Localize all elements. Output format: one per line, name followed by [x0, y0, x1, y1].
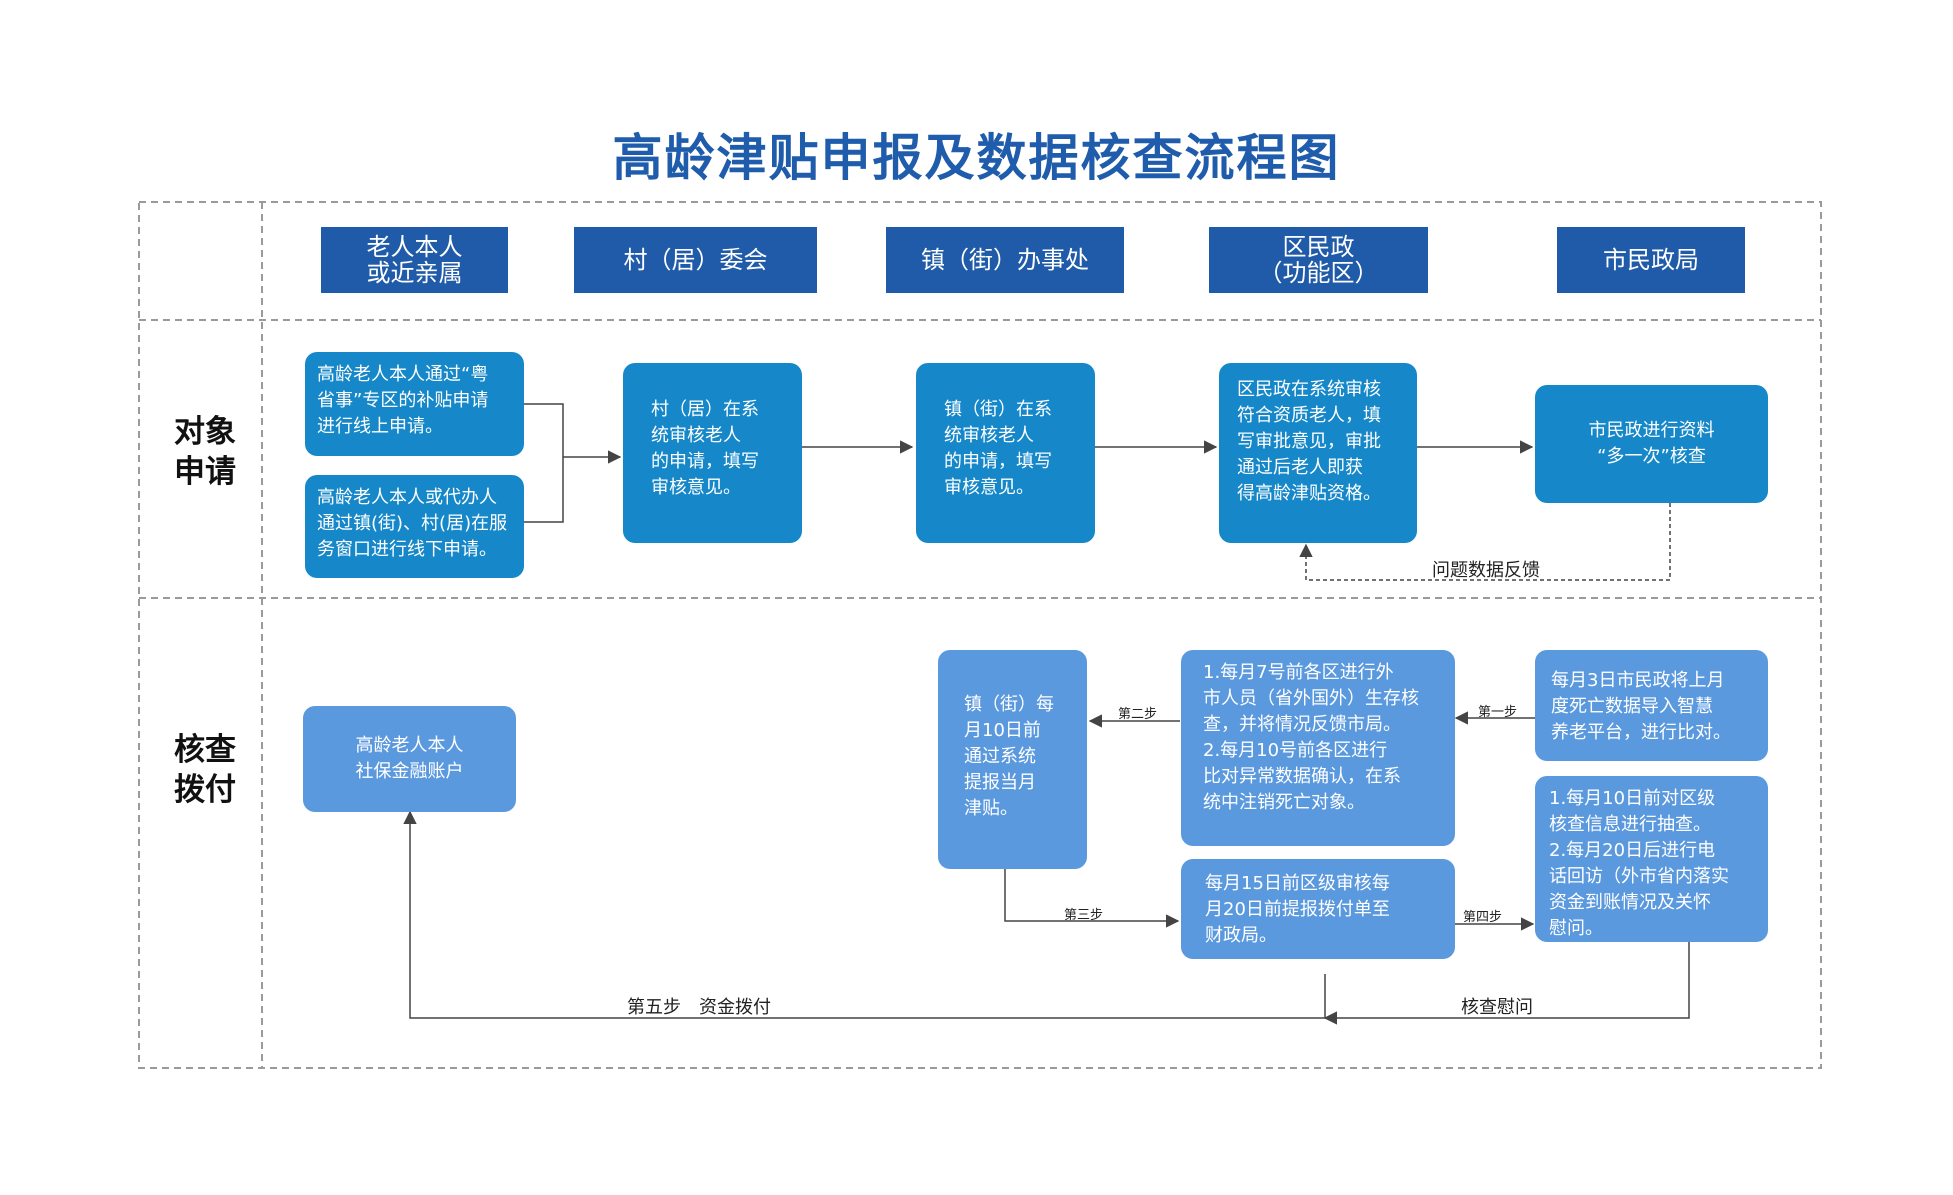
- label-step3: 第三步: [1064, 908, 1104, 923]
- row-label-check: 核查 拨付: [174, 732, 236, 808]
- box-city-recheck: 市民政进行资料 “多一次”核查: [1535, 385, 1768, 503]
- header-city: 市民政局: [1557, 227, 1745, 293]
- header-district: 区民政 （功能区）: [1209, 227, 1428, 293]
- box-district-payment: 每月15日前区级审核每 月20日前提报拨付单至 财政局。: [1181, 859, 1455, 959]
- header-town: 镇（街）办事处: [886, 227, 1124, 293]
- page-title: 高龄津贴申报及数据核查流程图: [612, 129, 1341, 187]
- box-elder-account: 高龄老人本人 社保金融账户: [303, 706, 516, 812]
- header-village: 村（居）委会: [574, 227, 817, 293]
- label-visit: 核查慰问: [1461, 997, 1533, 1018]
- box-city-death-import: 每月3日市民政将上月 度死亡数据导入智慧 养老平台，进行比对。: [1535, 650, 1768, 761]
- row-label-apply: 对象 申请: [174, 414, 236, 490]
- box-village-review: 村（居）在系 统审核老人 的申请，填写 审核意见。: [623, 363, 802, 543]
- box-town-review: 镇（街）在系 统审核老人 的申请，填写 审核意见。: [916, 363, 1095, 543]
- box-district-survival-check: 1.每月7号前各区进行外 市人员（省外国外）生存核 查，并将情况反馈市局。 2.…: [1181, 650, 1455, 846]
- label-feedback: 问题数据反馈: [1432, 560, 1540, 581]
- box-district-approve: 区民政在系统审核 符合资质老人，填 写审批意见，审批 通过后老人即获 得高龄津贴…: [1219, 363, 1417, 543]
- box-town-monthly-report: 镇（街）每 月10日前 通过系统 提报当月 津贴。: [938, 650, 1087, 869]
- header-elder: 老人本人 或近亲属: [321, 227, 508, 293]
- arrows: [403, 403, 1690, 1025]
- label-step4: 第四步: [1463, 910, 1503, 925]
- box-offline-apply: 高龄老人本人或代办人 通过镇(街)、村(居)在服 务窗口进行线下申请。: [305, 475, 524, 578]
- label-step5: 第五步 资金拨付: [627, 997, 771, 1018]
- label-step2: 第二步: [1118, 707, 1158, 722]
- box-city-sampling: 1.每月10日前对区级 核查信息进行抽查。 2.每月20日后进行电 话回访（外市…: [1535, 776, 1768, 942]
- grid-frame: [138, 201, 1822, 1069]
- label-step1: 第一步: [1478, 705, 1518, 720]
- box-online-apply: 高龄老人本人通过“粤 省事”专区的补贴申请 进行线上申请。: [305, 352, 524, 456]
